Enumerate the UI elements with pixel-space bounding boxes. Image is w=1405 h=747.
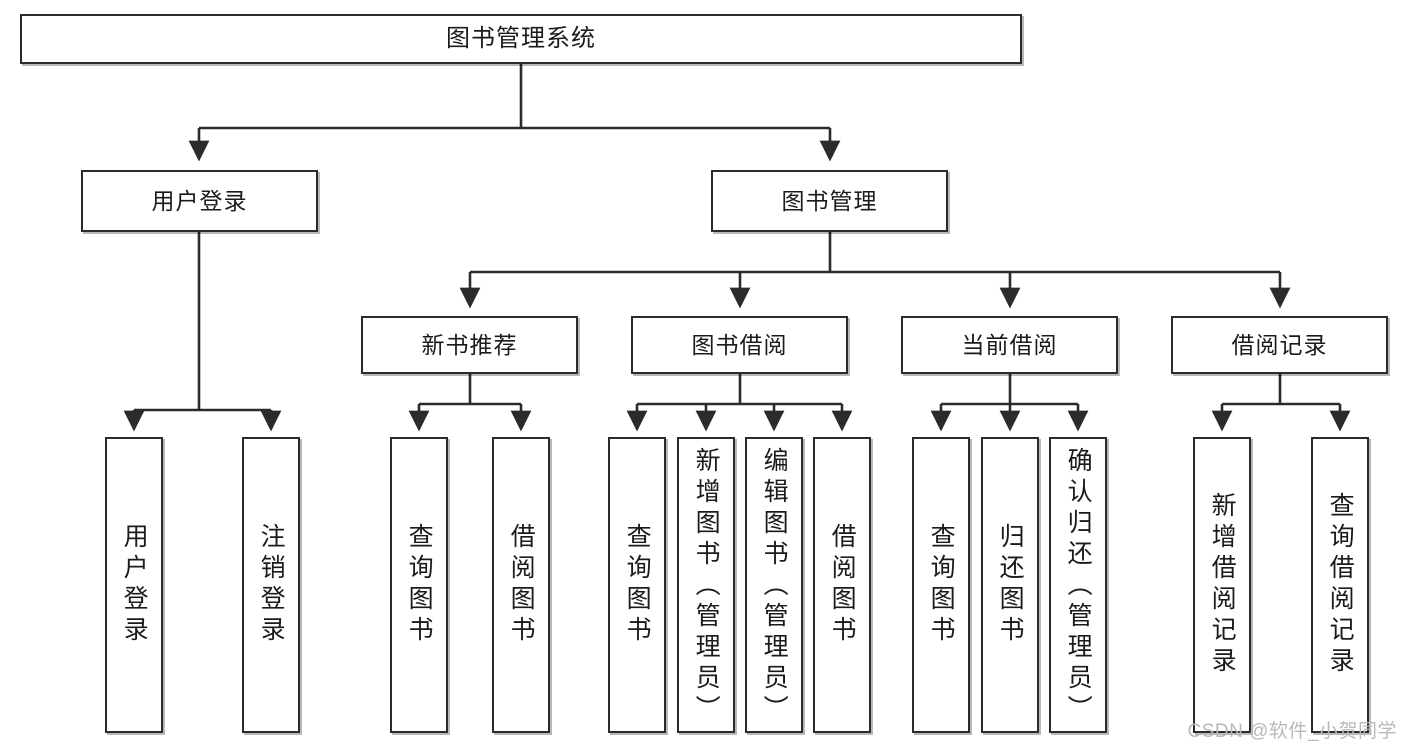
node-leaf-confirm-return-admin[interactable]: 确认归还（管理员）: [1049, 437, 1107, 733]
node-label: 查询图书: [927, 523, 956, 647]
node-label: 查询图书: [623, 523, 652, 647]
node-label: 确认归还（管理员）: [1064, 447, 1093, 726]
node-label: 归还图书: [996, 523, 1025, 647]
node-leaf-return-book[interactable]: 归还图书: [981, 437, 1039, 733]
node-leaf-query-book-2[interactable]: 查询图书: [608, 437, 666, 733]
node-label: 查询图书: [405, 523, 434, 647]
node-user-login[interactable]: 用户登录: [81, 170, 318, 232]
node-leaf-borrow-book-2[interactable]: 借阅图书: [813, 437, 871, 733]
node-label: 编辑图书（管理员）: [760, 447, 789, 726]
node-book-borrow[interactable]: 图书借阅: [631, 316, 848, 374]
node-root-system[interactable]: 图书管理系统: [20, 14, 1022, 64]
node-label: 当前借阅: [961, 331, 1058, 358]
node-label: 图书管理系统: [446, 25, 596, 53]
node-label: 查询借阅记录: [1326, 492, 1355, 678]
node-book-management[interactable]: 图书管理: [711, 170, 948, 232]
node-label: 借阅图书: [507, 523, 536, 647]
node-leaf-query-book-1[interactable]: 查询图书: [390, 437, 448, 733]
node-current-borrow[interactable]: 当前借阅: [901, 316, 1118, 374]
watermark: CSDN @软件_小贺同学: [1187, 721, 1397, 742]
node-label: 图书管理: [781, 187, 878, 214]
node-leaf-user-login[interactable]: 用户登录: [105, 437, 163, 733]
node-label: 新书推荐: [421, 331, 518, 358]
node-label: 图书借阅: [691, 331, 788, 358]
node-label: 借阅记录: [1231, 331, 1328, 358]
node-new-book-recommend[interactable]: 新书推荐: [361, 316, 578, 374]
node-borrow-record[interactable]: 借阅记录: [1171, 316, 1388, 374]
node-label: 借阅图书: [828, 523, 857, 647]
node-leaf-add-book-admin[interactable]: 新增图书（管理员）: [677, 437, 735, 733]
node-leaf-logout[interactable]: 注销登录: [242, 437, 300, 733]
node-label: 用户登录: [120, 523, 149, 647]
node-leaf-add-borrow-record[interactable]: 新增借阅记录: [1193, 437, 1251, 733]
node-leaf-edit-book-admin[interactable]: 编辑图书（管理员）: [745, 437, 803, 733]
node-leaf-borrow-book-1[interactable]: 借阅图书: [492, 437, 550, 733]
node-leaf-query-borrow-record[interactable]: 查询借阅记录: [1311, 437, 1369, 733]
node-label: 新增借阅记录: [1208, 492, 1237, 678]
node-label: 新增图书（管理员）: [692, 447, 721, 726]
node-leaf-query-book-3[interactable]: 查询图书: [912, 437, 970, 733]
node-label: 注销登录: [257, 523, 286, 647]
node-label: 用户登录: [151, 187, 248, 214]
